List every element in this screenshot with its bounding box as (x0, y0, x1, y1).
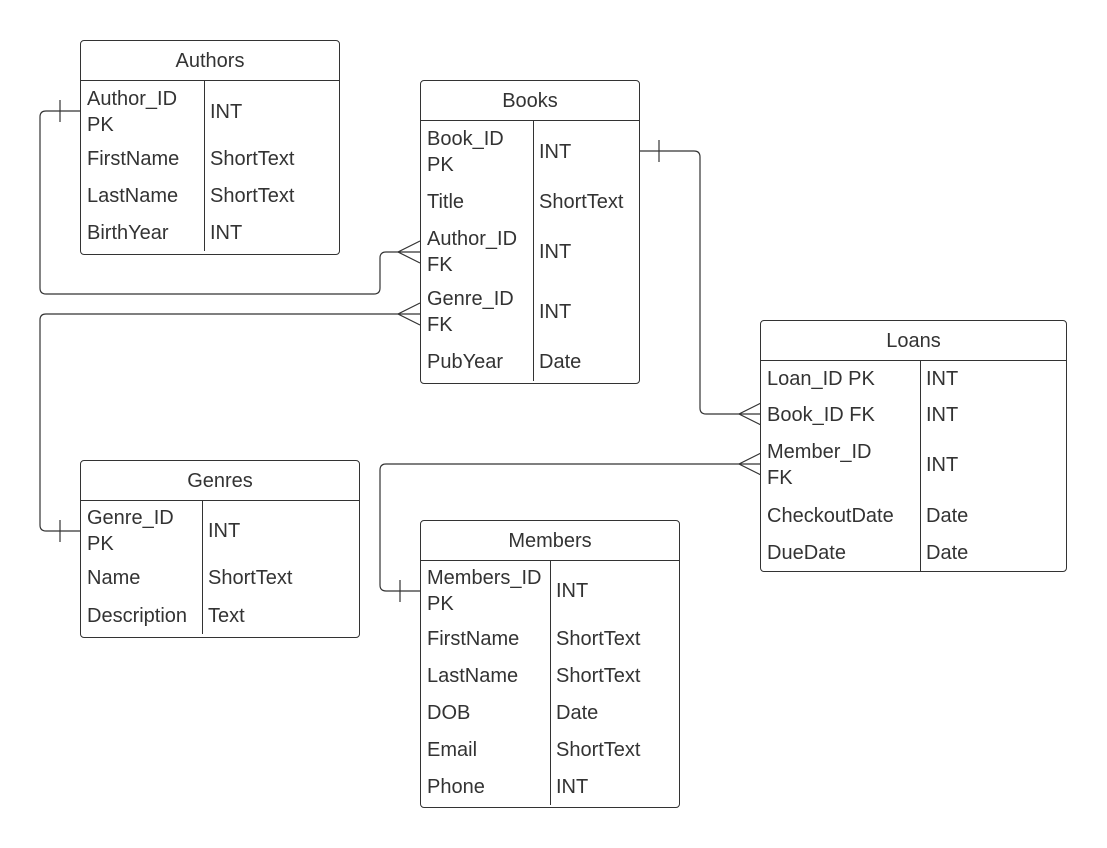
field-row: FirstName ShortText (81, 140, 339, 177)
field-name: DOB (427, 701, 471, 724)
field-type: Text (208, 604, 245, 627)
field-row: Member_ID FK INT (761, 433, 1066, 497)
entity-loans[interactable]: Loans Loan_ID PK INT Book_ID FK INT Memb… (760, 320, 1067, 572)
field-name: LastName (427, 664, 519, 687)
field-row: Description Text (81, 597, 359, 634)
field-row: PubYear Date (421, 343, 639, 381)
field-name: FirstName (427, 627, 520, 650)
field-type: ShortText (210, 184, 295, 207)
entity-authors[interactable]: Authors Author_ID PK INT FirstName Short… (80, 40, 340, 255)
field-type: ShortText (539, 191, 624, 213)
entity-genres[interactable]: Genres Genre_ID PK INT Name ShortText De… (80, 460, 360, 638)
field-type: INT (539, 301, 572, 323)
field-name: BirthYear (87, 221, 169, 244)
field-row: Loan_ID PK INT (761, 361, 1066, 397)
field-name: Member_ID FK (767, 441, 872, 489)
field-name: Author_ID FK (427, 228, 518, 276)
field-name: Title (427, 191, 465, 213)
connector-line (639, 150, 761, 415)
field-name: Genre_ID FK (427, 288, 514, 336)
field-name: Loan_ID PK (767, 368, 875, 390)
field-name: LastName (87, 184, 179, 207)
field-row: Genre_ID FK INT (421, 281, 639, 343)
field-name: DueDate (767, 541, 846, 564)
field-row: Name ShortText (81, 559, 359, 597)
entity-title: Loans (761, 321, 1066, 361)
field-type: Date (926, 504, 969, 527)
field-row: Genre_ID PK INT (81, 503, 359, 559)
field-name: Members_ID PK (427, 567, 542, 615)
field-row: Members_ID PK INT (421, 562, 679, 620)
field-type: INT (539, 241, 572, 263)
many-marker (737, 402, 762, 426)
relationship-books-loans (639, 140, 762, 426)
field-type: ShortText (556, 738, 641, 761)
column-divider (550, 561, 551, 805)
many-marker (737, 452, 762, 476)
field-row: BirthYear INT (81, 214, 339, 251)
field-name: FirstName (87, 147, 180, 170)
column-divider (204, 81, 205, 251)
field-name: CheckoutDate (767, 504, 894, 527)
field-type: INT (539, 141, 572, 163)
column-divider (202, 501, 203, 634)
field-name: Description (87, 604, 188, 627)
field-row: FirstName ShortText (421, 620, 679, 657)
field-name: Author_ID PK (87, 88, 178, 136)
field-name: Genre_ID PK (87, 507, 174, 555)
field-type: ShortText (556, 664, 641, 687)
field-type: INT (208, 520, 241, 542)
field-type: ShortText (208, 567, 293, 589)
field-row: LastName ShortText (81, 177, 339, 214)
field-row: Author_ID FK INT (421, 223, 639, 281)
entity-title: Members (421, 521, 679, 561)
field-type: INT (926, 454, 959, 476)
field-type: INT (556, 775, 589, 798)
field-type: INT (556, 580, 589, 602)
field-type: ShortText (556, 627, 641, 650)
field-row: DueDate Date (761, 534, 1066, 571)
field-row: LastName ShortText (421, 657, 679, 694)
field-type: INT (210, 101, 243, 123)
entity-books[interactable]: Books Book_ID PK INT Title ShortText Aut… (420, 80, 640, 384)
field-row: Book_ID PK INT (421, 123, 639, 181)
entity-title: Genres (81, 461, 359, 501)
column-divider (533, 121, 534, 381)
field-row: Email ShortText (421, 731, 679, 768)
field-row: Author_ID PK INT (81, 84, 339, 140)
field-type: INT (926, 368, 959, 390)
field-type: Date (539, 351, 582, 373)
field-row: DOB Date (421, 694, 679, 731)
field-name: PubYear (427, 351, 503, 373)
column-divider (920, 361, 921, 571)
field-name: Phone (427, 775, 485, 798)
field-name: Book_ID PK (427, 128, 504, 176)
field-type: Date (556, 701, 599, 724)
field-type: ShortText (210, 147, 295, 170)
field-row: CheckoutDate Date (761, 497, 1066, 534)
field-type: Date (926, 541, 969, 564)
field-row: Book_ID FK INT (761, 397, 1066, 433)
entity-title: Authors (81, 41, 339, 81)
field-type: INT (210, 221, 243, 244)
field-type: INT (926, 404, 959, 426)
field-row: Phone INT (421, 768, 679, 805)
field-row: Title ShortText (421, 181, 639, 223)
entity-members[interactable]: Members Members_ID PK INT FirstName Shor… (420, 520, 680, 808)
entity-title: Books (421, 81, 639, 121)
many-marker (396, 302, 421, 326)
field-name: Name (87, 567, 141, 589)
field-name: Book_ID FK (767, 404, 875, 426)
field-name: Email (427, 738, 478, 761)
many-marker (396, 240, 421, 264)
